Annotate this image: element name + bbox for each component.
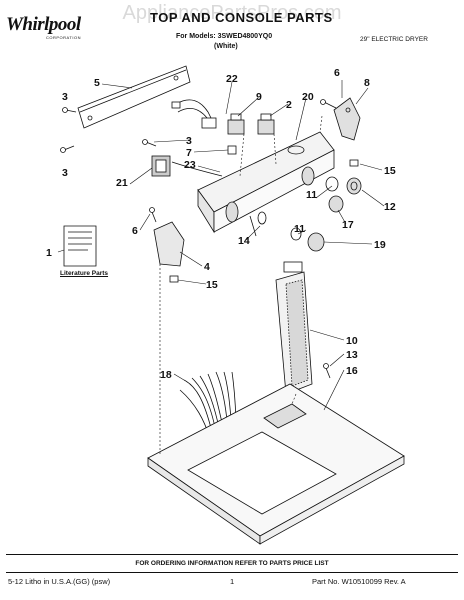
callout-7: 7: [186, 147, 192, 159]
screw-3-middle: [142, 139, 157, 147]
part-5-console-back-plate: [77, 65, 191, 129]
print-info: 5-12 Litho in U.S.A.(GG) (psw): [8, 577, 111, 586]
callout-12: 12: [384, 201, 396, 213]
callout-20: 20: [302, 91, 314, 103]
callout-numbers: 5 3 3 22 9 2 20 6 8 3 7 23 21 15 11 12 1…: [46, 67, 396, 381]
callout-2: 2: [286, 99, 292, 111]
callout-19: 19: [374, 239, 386, 251]
part-8-end-cap: [333, 97, 361, 141]
part-15-clip-lower: [169, 275, 179, 283]
callout-13: 13: [346, 349, 358, 361]
callout-9: 9: [256, 91, 262, 103]
part-21-timer: [151, 155, 171, 177]
part-11-knob-upper: [325, 176, 339, 192]
callout-3-middle: 3: [186, 135, 192, 147]
part-22-wire-harness: [171, 99, 217, 129]
callout-3-top: 3: [62, 91, 68, 103]
callout-18: 18: [160, 369, 172, 381]
ordering-note: FOR ORDERING INFORMATION REFER TO PARTS …: [135, 560, 329, 567]
callout-15-lower: 15: [206, 279, 218, 291]
callout-6-left: 6: [132, 225, 138, 237]
part-20-console-panel: [197, 131, 335, 234]
screw-6-top: [320, 99, 337, 109]
part-9-switch: [227, 113, 245, 135]
callout-leaders: [57, 80, 385, 411]
callout-21: 21: [116, 177, 128, 189]
footer-divider-bottom: [6, 572, 458, 573]
part-4-end-cap: [153, 221, 185, 267]
callout-15-upper: 15: [384, 165, 396, 177]
part-23-wiring: [171, 161, 223, 177]
screw-13: [323, 363, 331, 379]
screw-3-top: [62, 107, 77, 113]
model-color: (White): [214, 43, 238, 50]
callout-23: 23: [184, 159, 196, 171]
callout-1: 1: [46, 247, 52, 259]
callout-17: 17: [342, 219, 354, 231]
callout-6-top: 6: [334, 67, 340, 79]
product-type: 29" ELECTRIC DRYER: [360, 36, 428, 43]
callout-16: 16: [346, 365, 358, 377]
brand-subtext: CORPORATION: [46, 35, 81, 40]
callout-11-upper: 11: [306, 189, 317, 201]
screw-3-bottom: [60, 145, 75, 153]
part-1-literature-booklet: [63, 225, 97, 267]
callout-4: 4: [204, 261, 210, 273]
callout-14: 14: [238, 235, 250, 247]
page-number: 1: [230, 577, 235, 586]
part-7-clip: [227, 145, 237, 155]
brand-logo: Whirlpool: [6, 14, 81, 35]
page-title: TOP AND CONSOLE PARTS: [150, 10, 333, 25]
literature-parts-label: Literature Parts: [60, 270, 109, 277]
model-number: For Models: 3SWED4800YQ0: [176, 33, 273, 40]
part-11-knob-lower: [290, 227, 302, 241]
part-19-push-button: [307, 232, 325, 252]
part-14-lamp: [249, 211, 267, 237]
part-2-switch: [257, 113, 275, 135]
screw-6-left: [149, 207, 157, 223]
part-number: Part No. W10510099 Rev. A: [312, 577, 406, 586]
callout-8: 8: [364, 77, 370, 89]
part-17-knob: [328, 195, 344, 213]
leader-lines: [159, 115, 323, 456]
callout-11-lower: 11: [294, 223, 305, 235]
watermark: AppliancePartsPros.com: [122, 2, 342, 24]
callout-10: 10: [346, 335, 358, 347]
part-16-top-panel: [147, 383, 405, 545]
part-12-knob: [346, 177, 362, 195]
footer-divider-top: [6, 554, 458, 555]
callout-3-bottom: 3: [62, 167, 68, 179]
part-15-clip-upper: [349, 159, 359, 167]
callout-5: 5: [94, 77, 100, 89]
part-10-lint-filter: [275, 261, 313, 395]
callout-22: 22: [226, 73, 238, 85]
